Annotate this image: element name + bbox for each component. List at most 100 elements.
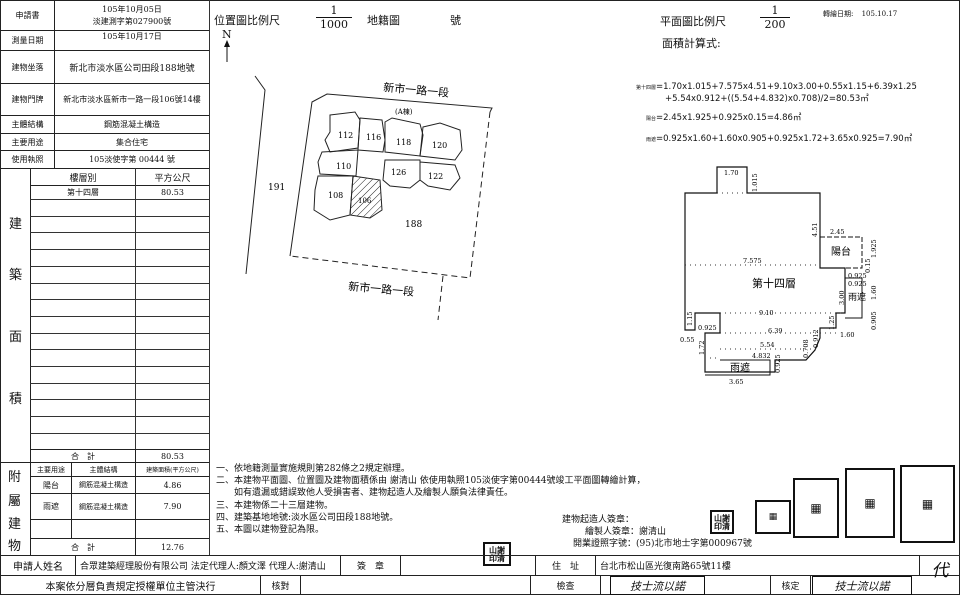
floor-area: 80.53 — [161, 188, 184, 197]
license-number: 開業證照字號：(95)北市地士字第000967號 — [573, 539, 752, 549]
plan-scale-fraction: 1 200 — [760, 4, 790, 31]
cadastral-label: 地籍圖 — [367, 14, 400, 27]
info-label: 申請書 — [0, 0, 55, 31]
drafter-signature: 繪製人簽章：謝清山 — [585, 527, 667, 537]
annex-structure: 鋼筋混凝土構造 — [71, 476, 136, 494]
svg-text:1.60: 1.60 — [870, 286, 878, 300]
approver-stamp: 技士流以諾 — [812, 576, 912, 595]
applicant-name: 合眾建築經理股份有限公司 法定代理人:顏文澤 代理人:謝清山 — [75, 555, 341, 576]
agent-mark: 代 — [931, 560, 949, 581]
info-value: 新北市淡水區公司田段188地號 — [54, 50, 210, 84]
drafter-seal: 山謝印清 — [710, 510, 734, 534]
annex-header-use: 主要用途 — [30, 462, 72, 477]
unit-106-hatched — [349, 175, 383, 219]
note-item: 如有遺漏或錯誤致他人受損害者、建物起造人及繪製人願負法律責任。 — [216, 488, 514, 499]
unit-label: 122 — [428, 172, 443, 181]
table-row-line — [30, 416, 210, 418]
unit-label: 116 — [366, 133, 381, 142]
canopy-bottom-outline — [705, 359, 771, 376]
svg-text:1.015: 1.015 — [751, 173, 759, 192]
lot-label-188: 188 — [405, 220, 422, 230]
official-seal: ▦ — [900, 465, 955, 543]
floor-name-label: 第十四層 — [752, 276, 796, 290]
svg-text:2.45: 2.45 — [830, 228, 844, 236]
floor-plan: 第十四層 陽台 雨遮 雨遮 1.70 1.015 4.51 2.45 1.925… — [680, 166, 878, 386]
balcony-label: 陽台 — [831, 245, 851, 258]
application-number: 淡建測字第027900號 — [92, 17, 172, 26]
formula-14f-cont: +5.54x0.912+((5.54+4.832)x0.708)/2=80.53… — [665, 94, 869, 104]
inspector-stamp: 技士流以諾 — [610, 576, 705, 595]
canopy-bottom-label: 雨遮 — [730, 361, 750, 374]
info-value: 新北市淡水區新市一路一段106號14樓 — [54, 83, 210, 116]
table-row-line — [30, 382, 210, 384]
transfer-label: 轉繪日期: — [823, 10, 854, 18]
floor-name: 第十四層 — [67, 188, 99, 197]
svg-text:0.905: 0.905 — [870, 311, 878, 330]
unit-label: 118 — [396, 138, 411, 147]
svg-text:3.65: 3.65 — [729, 378, 743, 386]
west-lot-boundary — [245, 75, 266, 275]
header-area: 平方公尺 — [135, 168, 210, 186]
header-floor: 樓層別 — [30, 168, 136, 186]
unit-label: 108 — [328, 191, 343, 200]
svg-text:0.925: 0.925 — [774, 354, 782, 373]
side-label: 面 — [9, 330, 23, 345]
svg-text:0.15: 0.15 — [864, 259, 872, 273]
annex-empty-row — [71, 519, 136, 539]
scale-denominator: 200 — [764, 18, 786, 31]
annex-empty-row — [30, 519, 72, 539]
annex-header-area: 建築面積(平方公尺) — [135, 462, 210, 477]
table-row-line — [30, 215, 210, 217]
notes: 一、依地籍測量實施規則第282條之2規定辦理。 二、本建物平面圖、位置圖及建物面… — [216, 463, 646, 536]
svg-text:4.832: 4.832 — [752, 352, 771, 360]
svg-text:1.25: 1.25 — [828, 316, 836, 330]
table-row-line — [30, 232, 210, 234]
scale-numerator: 1 — [760, 4, 790, 18]
balcony-outline — [820, 236, 863, 269]
unit-label: 120 — [432, 141, 447, 150]
table-row-line — [30, 432, 210, 434]
canopy-right-outline — [845, 277, 863, 319]
lot-188-dashed-boundary — [289, 111, 491, 279]
official-seal: ▦ — [793, 478, 839, 538]
site-map: 新市一路一段 新市一路一段 (A棟) 112 116 118 120 110 1… — [245, 75, 493, 320]
application-date: 105年10月05日 — [102, 5, 162, 14]
svg-text:7.575: 7.575 — [743, 257, 762, 265]
floor-total-label: 合 計 — [30, 449, 136, 463]
scale-numerator: 1 — [316, 4, 352, 18]
svg-text:1.72: 1.72 — [698, 341, 706, 355]
side-label: 積 — [9, 392, 23, 407]
table-row-line — [30, 332, 210, 334]
inspect-label: 檢查 — [530, 575, 601, 595]
canopy-right-label: 雨遮 — [848, 291, 866, 303]
annex-header-structure: 主體結構 — [71, 462, 136, 477]
table-row-line — [30, 349, 210, 351]
authorization-note: 本案依分層負責規定授權單位主管決行 — [0, 575, 261, 595]
note-item: 三、本建物係二十三層建物。 — [216, 500, 334, 511]
site-scale-label: 位置圖比例尺 — [214, 14, 280, 27]
floor-total: 80.53 — [135, 449, 210, 463]
table-row-line — [30, 199, 210, 200]
side-label: 建 — [8, 517, 22, 532]
building-label: (A棟) — [395, 107, 413, 116]
dimension-labels: 1.70 1.015 4.51 2.45 1.925 0.15 7.575 0.… — [680, 169, 878, 386]
info-value: 105淡使字第 00444 號 — [54, 150, 210, 169]
svg-text:0.912: 0.912 — [812, 329, 820, 348]
scale-denominator: 1000 — [320, 18, 348, 31]
north-arrow-icon — [224, 40, 230, 62]
road-name-bottom: 新市一路一段 — [348, 279, 415, 299]
building-footprint — [313, 111, 463, 221]
drafter-name: 謝清山 — [639, 527, 667, 537]
table-row-line — [30, 265, 210, 267]
annex-area: 4.86 — [135, 476, 210, 494]
north-label: N — [222, 28, 232, 41]
svg-text:0.925: 0.925 — [848, 272, 867, 280]
annex-use: 陽台 — [30, 476, 72, 494]
unit-label: 112 — [338, 131, 353, 140]
info-label: 建物門牌 — [0, 83, 55, 116]
applicant-label: 申請人姓名 — [0, 555, 76, 576]
info-label: 主要用途 — [0, 133, 55, 151]
unit-label: 126 — [391, 168, 406, 177]
unit-label: 106 — [358, 197, 372, 205]
official-seal: ▦ — [845, 468, 895, 538]
